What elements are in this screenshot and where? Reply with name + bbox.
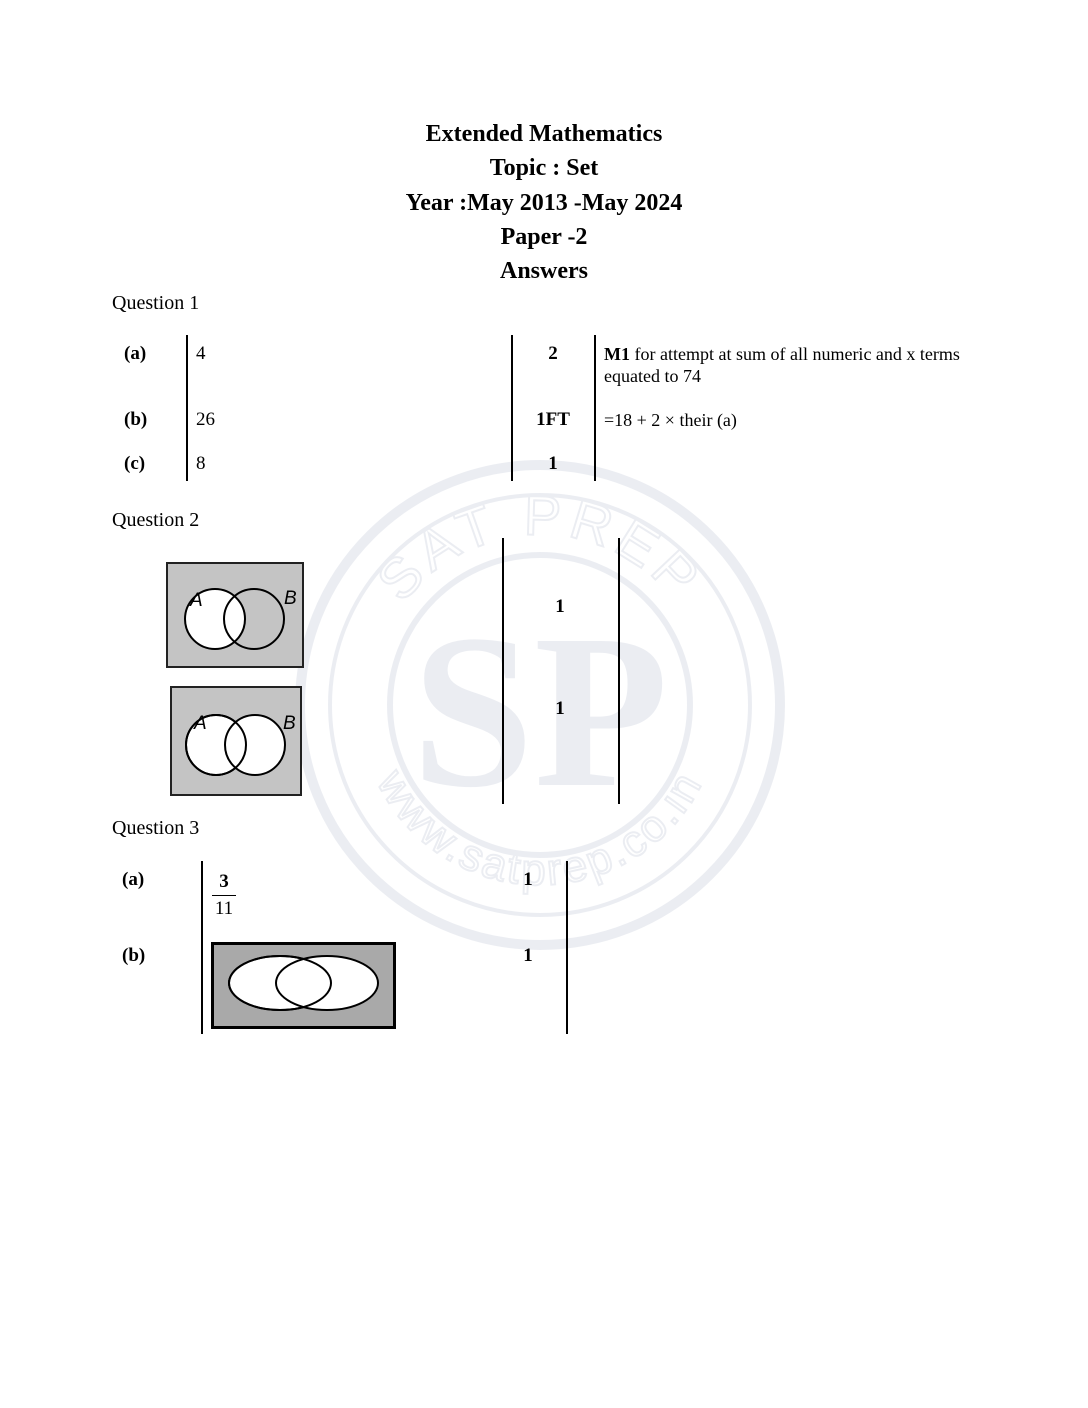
question-1-heading: Question 1 <box>112 292 200 314</box>
q2-venn-diagram-1: A B <box>166 562 304 668</box>
q3a-denominator: 11 <box>214 898 234 919</box>
q2-mark-1: 1 <box>555 596 565 617</box>
satprep-watermark: SAT PREP www.satprep.co.in SP <box>295 460 785 950</box>
q3b-venn-diagram <box>211 942 396 1029</box>
q1a-mark: 2 <box>548 343 558 364</box>
q2-mark-2: 1 <box>555 698 565 719</box>
q1a-note: M1 for attempt at sum of all numeric and… <box>604 343 964 387</box>
q2-divider-1 <box>502 538 504 804</box>
q2-divider-2 <box>618 538 620 804</box>
q1a-label: (a) <box>124 343 147 364</box>
q3b-label: (b) <box>122 945 146 966</box>
q2-venn-diagram-2: A B <box>170 686 302 796</box>
q2-d1-label-a: A <box>189 590 203 611</box>
q3-divider-2 <box>566 861 568 1034</box>
q2-d2-label-b: B <box>283 713 296 734</box>
q2-d1-label-b: B <box>284 588 297 609</box>
question-3-heading: Question 3 <box>112 817 200 839</box>
q1b-label: (b) <box>124 409 148 430</box>
watermark-monogram: SP <box>412 589 669 833</box>
q2-d2-label-a: A <box>193 713 207 734</box>
q3a-numerator: 3 <box>219 871 229 892</box>
q1a-note-text: for attempt at sum of all numeric and x … <box>604 344 960 386</box>
q1b-note: =18 + 2 × their (a) <box>604 410 737 430</box>
q3a-fraction-bar <box>212 895 236 896</box>
document-title: Extended Mathematics <box>425 121 663 147</box>
q1-divider-1 <box>186 335 188 481</box>
q3a-mark: 1 <box>523 869 533 890</box>
q3b-mark: 1 <box>523 945 533 966</box>
q3a-label: (a) <box>122 869 145 890</box>
paper-line: Paper -2 <box>500 224 588 250</box>
q1a-answer: 4 <box>196 343 206 364</box>
q3a-fraction: 3 11 <box>212 871 236 920</box>
q1-divider-2 <box>511 335 513 481</box>
year-line: Year :May 2013 -May 2024 <box>405 190 683 216</box>
q1c-answer: 8 <box>196 453 206 474</box>
q1b-mark: 1FT <box>536 409 570 430</box>
topic-line: Topic : Set <box>489 155 599 181</box>
q3-divider-1 <box>201 861 203 1034</box>
q1a-note-method-mark: M1 <box>604 344 630 364</box>
q1b-answer: 26 <box>196 409 215 430</box>
answers-heading: Answers <box>500 258 588 284</box>
q1-divider-3 <box>594 335 596 481</box>
q1c-mark: 1 <box>548 453 558 474</box>
question-2-heading: Question 2 <box>112 509 200 531</box>
q1c-label: (c) <box>124 453 146 474</box>
